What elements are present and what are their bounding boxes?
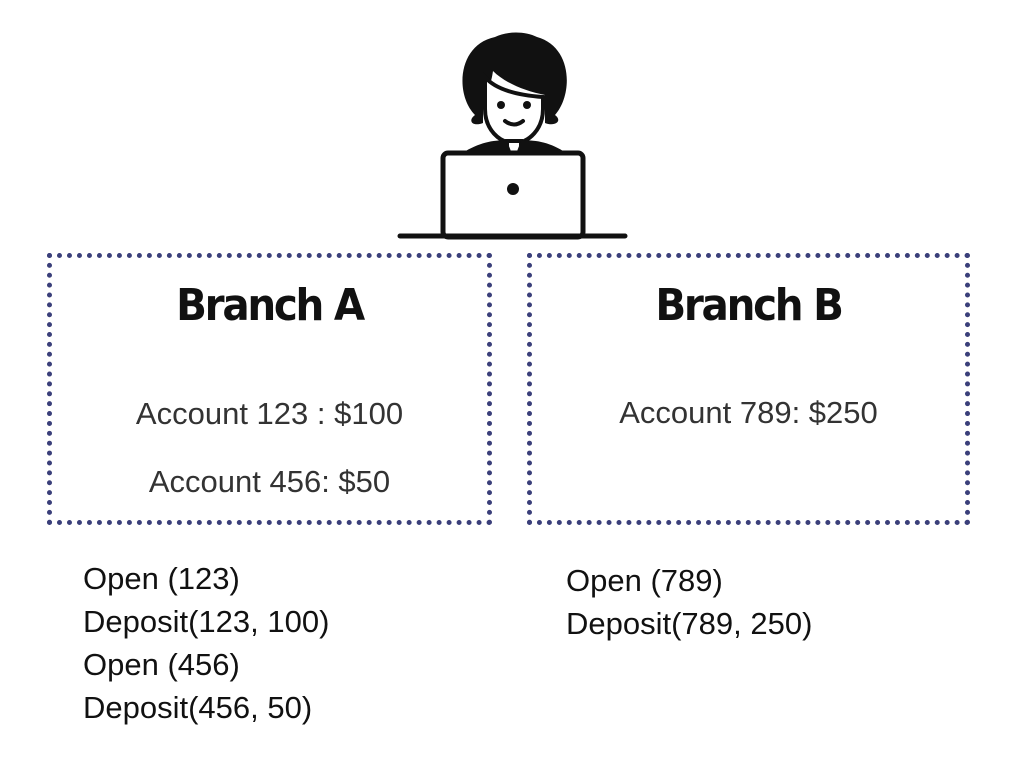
branch-b-title: Branch B (655, 280, 844, 331)
branch-a-account-456: Account 456: $50 (148, 464, 391, 499)
branch-b-account-789: Account 789: $250 (619, 395, 878, 430)
branch-b-box: Branch B Account 789: $250 (527, 253, 970, 525)
operation-item: Deposit(456, 50) (83, 690, 313, 725)
branch-a-title: Branch A (176, 280, 365, 331)
branch-a-box: Branch A Account 123 : $100 Account 456:… (47, 253, 492, 525)
branch-a-account-123: Account 123 : $100 (135, 396, 404, 431)
operation-item: Deposit(789, 250) (566, 606, 813, 641)
person-at-laptop-icon (397, 32, 628, 240)
branch-a-operations: Open (123) Deposit(123, 100) Open (456) … (83, 557, 329, 729)
branch-b-operations: Open (789) Deposit(789, 250) (566, 559, 812, 645)
operation-item: Deposit(123, 100) (83, 604, 330, 639)
operation-item: Open (789) (566, 563, 723, 598)
operation-item: Open (123) (83, 561, 240, 596)
operation-item: Open (456) (83, 647, 240, 682)
